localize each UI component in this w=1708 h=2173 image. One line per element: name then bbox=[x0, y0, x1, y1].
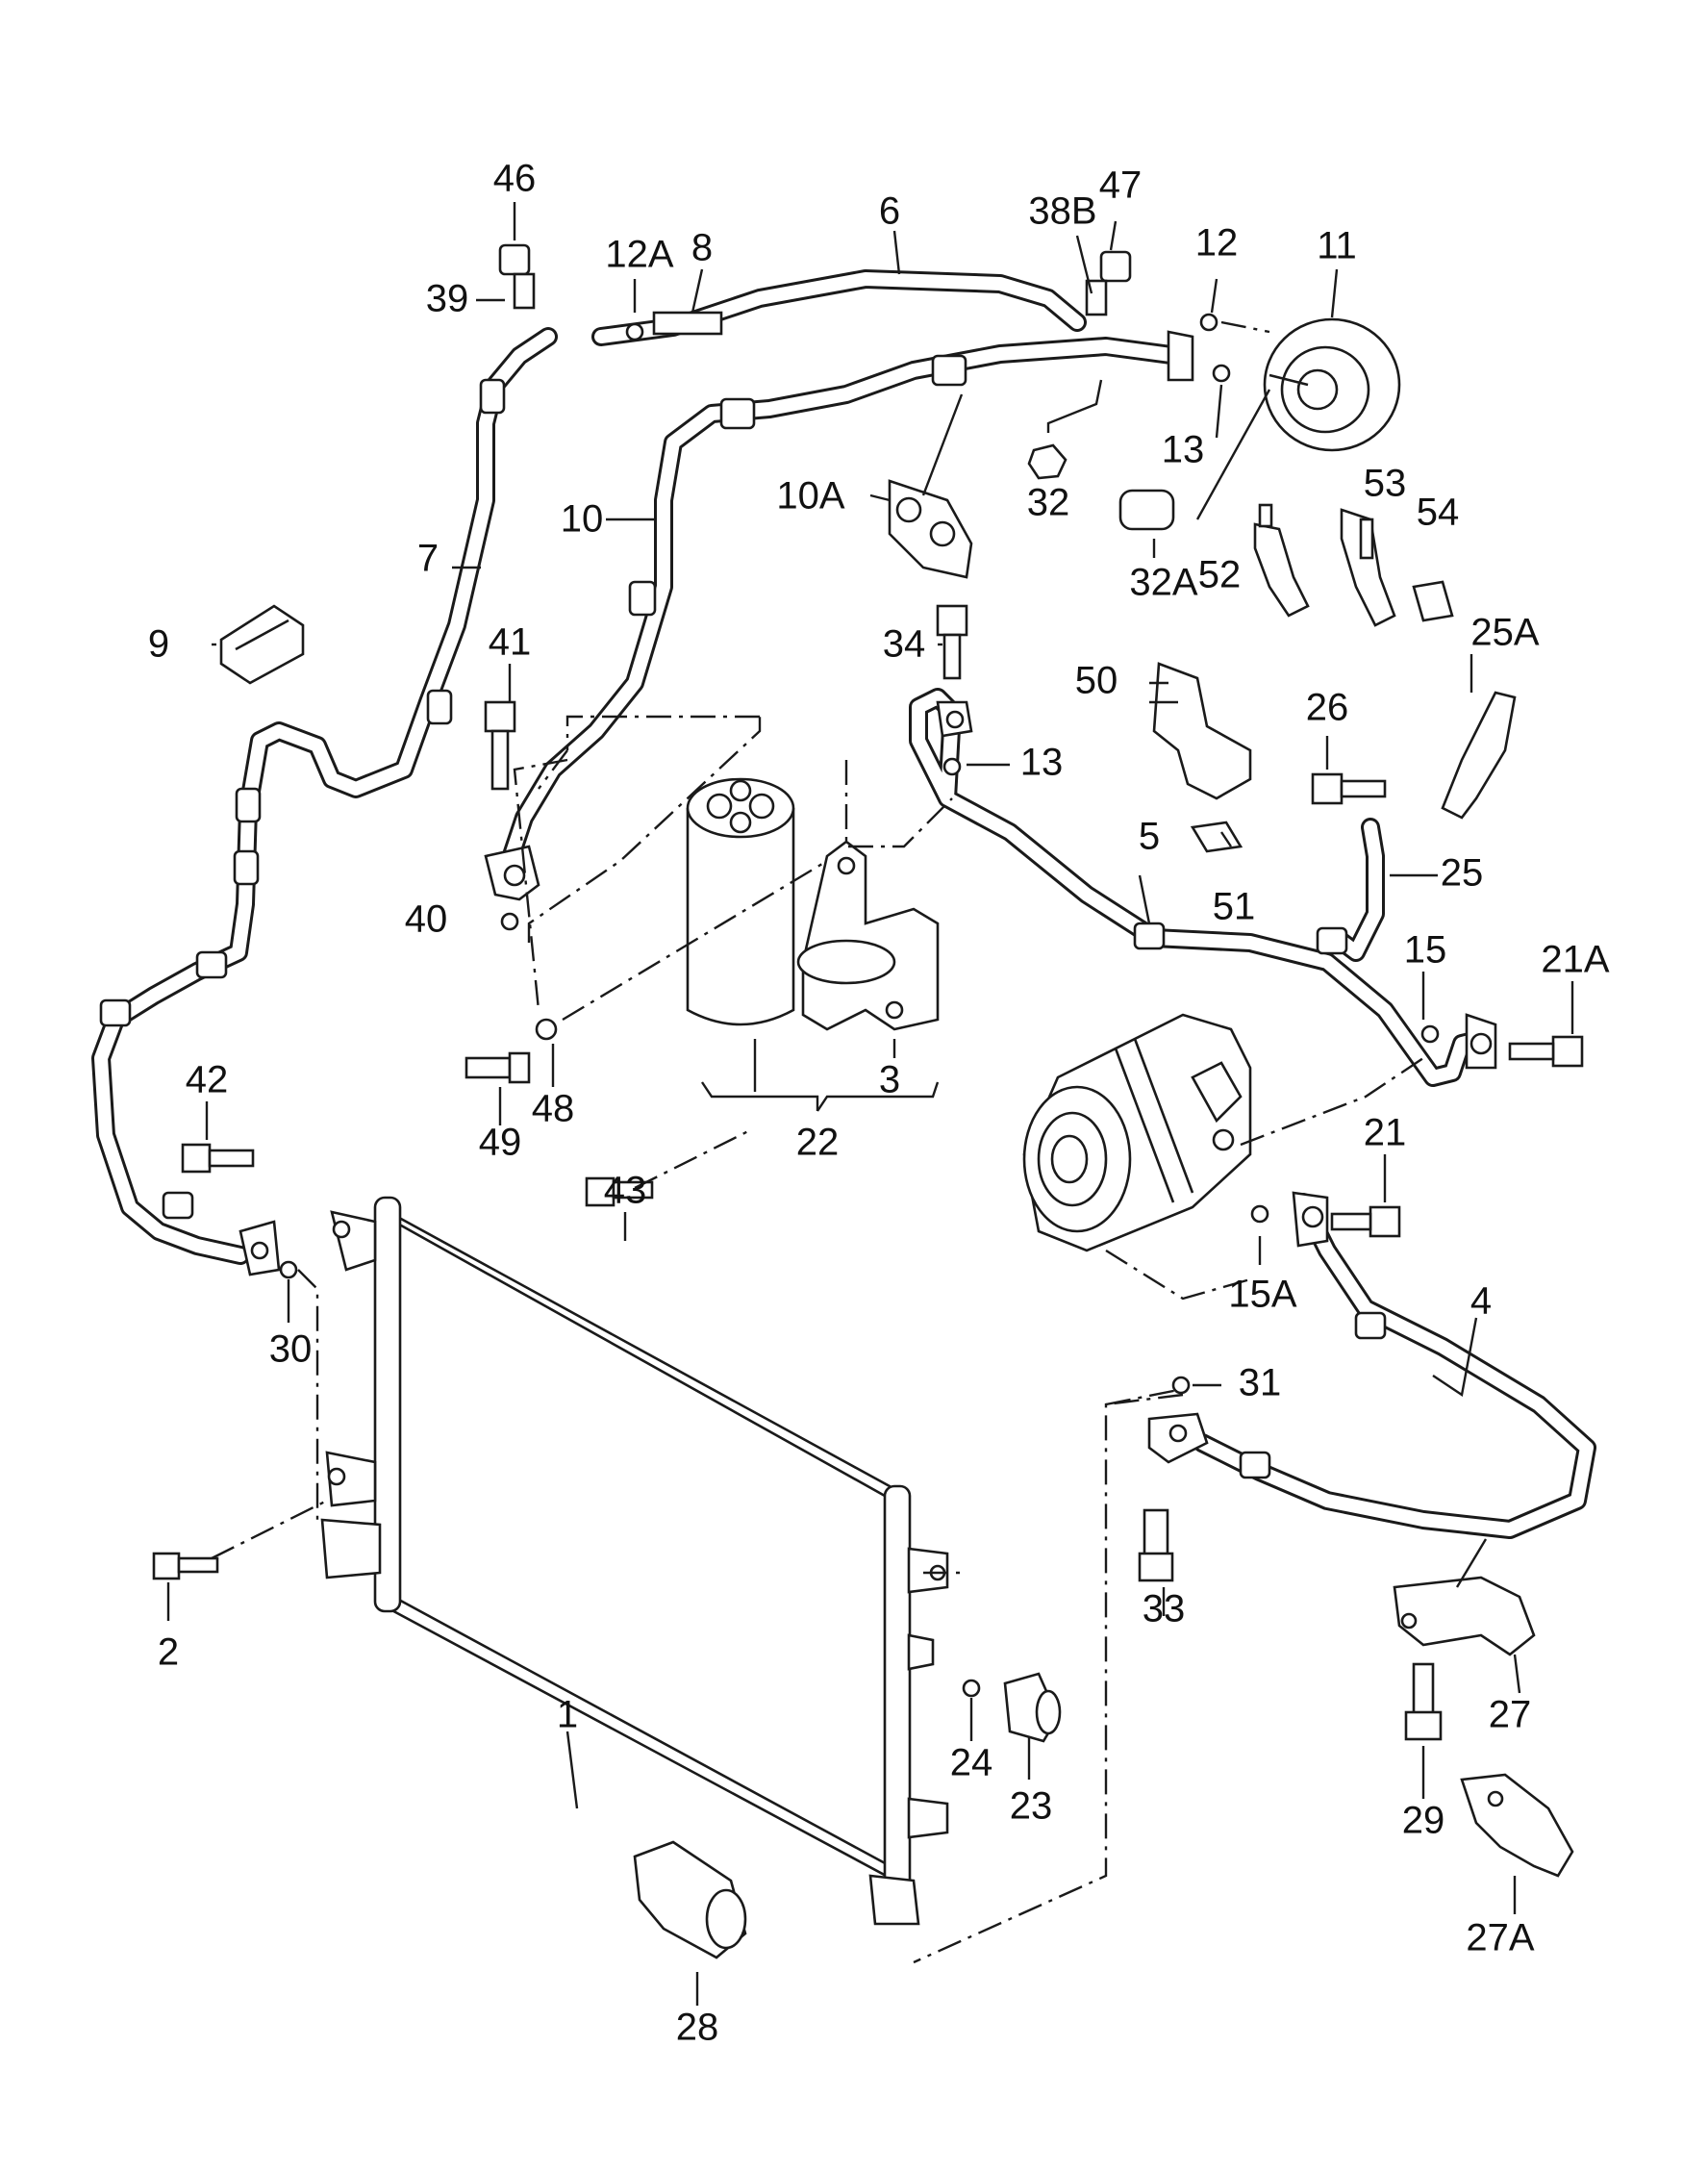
bolt-21 bbox=[1330, 1205, 1401, 1238]
label-25: 25 bbox=[1441, 852, 1484, 895]
cap-47 bbox=[1085, 250, 1132, 316]
bracket-25A bbox=[1441, 691, 1517, 820]
switch-28 bbox=[633, 1840, 747, 1959]
part-labels: 1 2 3 4 5 6 7 8 9 10 10A 11 12 12A 13 13… bbox=[148, 158, 1610, 2049]
label-9: 9 bbox=[148, 623, 169, 666]
leader-lines bbox=[166, 202, 1574, 2006]
label-22: 22 bbox=[796, 1122, 840, 1164]
bracket-27A bbox=[1460, 1773, 1574, 1878]
label-39: 39 bbox=[426, 278, 469, 320]
bracket-27 bbox=[1393, 1576, 1536, 1656]
label-34: 34 bbox=[883, 623, 926, 666]
bracket-10A bbox=[888, 479, 973, 579]
label-4: 4 bbox=[1470, 1280, 1492, 1323]
label-47: 47 bbox=[1099, 164, 1143, 207]
hose-25 bbox=[1327, 818, 1385, 962]
cap-46 bbox=[498, 243, 536, 310]
label-26: 26 bbox=[1306, 687, 1349, 729]
condenser bbox=[320, 1196, 949, 1926]
hose-ferrules bbox=[99, 354, 1387, 1479]
bracket-52 bbox=[1253, 503, 1310, 618]
label-23: 23 bbox=[1010, 1785, 1053, 1828]
label-43: 43 bbox=[604, 1170, 647, 1212]
label-40: 40 bbox=[405, 898, 448, 941]
label-46: 46 bbox=[493, 158, 537, 200]
bolt-33 bbox=[1138, 1508, 1174, 1582]
bracket-53 bbox=[1340, 508, 1396, 627]
hose-4 bbox=[1193, 1193, 1596, 1539]
clip-54 bbox=[1412, 580, 1454, 622]
label-31: 31 bbox=[1239, 1362, 1282, 1404]
sensor-23 bbox=[1003, 1672, 1062, 1743]
label-15A: 15A bbox=[1228, 1274, 1296, 1316]
centerlines bbox=[211, 320, 1424, 1964]
dryer-bracket bbox=[796, 840, 940, 1031]
label-15: 15 bbox=[1404, 929, 1447, 972]
valve-8 bbox=[652, 311, 723, 336]
bolt-34 bbox=[936, 604, 968, 680]
bracket-50 bbox=[1149, 662, 1252, 800]
bolt-21A bbox=[1508, 1035, 1584, 1068]
label-49: 49 bbox=[479, 1122, 522, 1164]
label-38B: 38B bbox=[1028, 190, 1096, 233]
bolt-43 bbox=[585, 1176, 654, 1207]
label-2: 2 bbox=[158, 1631, 179, 1674]
fasteners bbox=[152, 243, 1584, 1741]
clip-51 bbox=[1190, 821, 1243, 853]
clamp-9 bbox=[219, 604, 305, 685]
label-48: 48 bbox=[532, 1088, 575, 1130]
label-51: 51 bbox=[1213, 886, 1256, 928]
hose-end-fittings bbox=[239, 330, 1497, 1464]
bolt-26 bbox=[1311, 772, 1387, 805]
label-28: 28 bbox=[676, 2007, 719, 2049]
label-50: 50 bbox=[1075, 660, 1118, 702]
label-30: 30 bbox=[269, 1328, 313, 1371]
label-32A: 32A bbox=[1129, 562, 1197, 604]
screw-2 bbox=[152, 1552, 219, 1580]
label-12: 12 bbox=[1195, 222, 1239, 265]
label-27: 27 bbox=[1489, 1694, 1532, 1736]
label-6: 6 bbox=[879, 190, 900, 233]
label-10: 10 bbox=[561, 498, 604, 541]
label-11: 11 bbox=[1317, 225, 1357, 267]
label-27A: 27A bbox=[1466, 1917, 1534, 1959]
label-41: 41 bbox=[489, 621, 532, 664]
bolt-42 bbox=[181, 1143, 255, 1174]
label-1: 1 bbox=[557, 1694, 578, 1736]
label-12A: 12A bbox=[605, 234, 673, 276]
label-8: 8 bbox=[691, 227, 713, 269]
receiver-dryer bbox=[686, 777, 795, 1026]
label-29: 29 bbox=[1402, 1800, 1445, 1842]
label-42: 42 bbox=[186, 1059, 229, 1101]
bolt-41 bbox=[484, 700, 516, 791]
label-53: 53 bbox=[1364, 463, 1407, 505]
fitting-49 bbox=[465, 1051, 531, 1084]
label-54: 54 bbox=[1417, 492, 1460, 534]
expansion-valve bbox=[1263, 317, 1401, 452]
label-21: 21 bbox=[1364, 1112, 1407, 1154]
label-3: 3 bbox=[879, 1059, 900, 1101]
screw-29 bbox=[1404, 1662, 1443, 1741]
hose-10 bbox=[495, 337, 1188, 885]
hose-5 bbox=[909, 688, 1491, 1087]
label-33: 33 bbox=[1143, 1588, 1186, 1630]
label-13b: 13 bbox=[1020, 742, 1064, 784]
label-32: 32 bbox=[1027, 482, 1070, 524]
nut-32 bbox=[1027, 443, 1068, 480]
label-21A: 21A bbox=[1541, 939, 1609, 981]
label-25A: 25A bbox=[1470, 612, 1539, 654]
label-13a: 13 bbox=[1162, 429, 1205, 471]
label-7: 7 bbox=[417, 538, 439, 580]
hose-7 bbox=[91, 327, 558, 1265]
sleeve-32A bbox=[1118, 489, 1175, 531]
label-24: 24 bbox=[950, 1742, 993, 1784]
o-rings bbox=[279, 313, 1440, 1698]
label-52: 52 bbox=[1198, 554, 1242, 596]
label-10A: 10A bbox=[776, 475, 844, 518]
compressor bbox=[1022, 1013, 1252, 1252]
label-5: 5 bbox=[1139, 816, 1160, 858]
